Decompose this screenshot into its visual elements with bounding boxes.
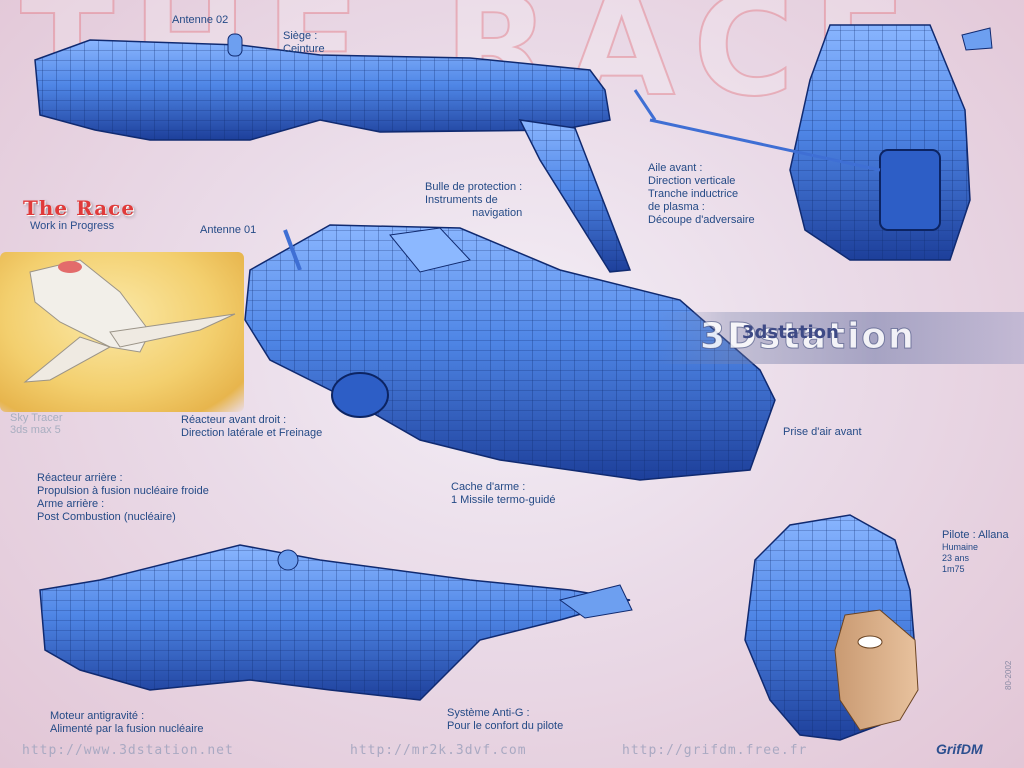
label-cache-line: Cache d'arme : [451,481,526,493]
label-reacteur-arriere-line: Propulsion à fusion nucléaire froide [37,485,209,497]
label-aile-avant: Aile avant : Direction verticale Tranche… [648,162,755,227]
watermark-sub: 3dstation [742,322,839,343]
label-cache-line: 1 Missile termo-guidé [451,494,556,506]
label-bulle: Bulle de protection : Instruments de nav… [425,181,522,220]
label-pilote: Pilote : Allana Humaine 23 ans 1m75 [942,529,1009,575]
label-aile-line: Direction verticale [648,175,736,187]
label-reacteur-arriere: Réacteur arrière : Propulsion à fusion n… [37,472,209,524]
label-moteur-line: Alimenté par la fusion nucléaire [50,723,204,735]
work-in-progress-label: Work in Progress [30,220,115,232]
label-reacteur-avant-line: Réacteur avant droit : [181,414,287,426]
label-pilote-line: 1m75 [942,564,965,574]
signature: GrifDM [936,741,983,757]
render-caption: Sky Tracer 3ds max 5 [10,412,63,436]
label-siege: Siège : Ceinture [283,30,325,56]
label-reacteur-arriere-line: Post Combustion (nucléaire) [37,511,176,523]
label-cache-arme: Cache d'arme : 1 Missile termo-guidé [451,481,556,507]
ship-front-view [633,24,993,261]
race-logo: The Race [23,196,136,220]
label-pilote-line: Humaine [942,542,979,552]
label-moteur-line: Moteur antigravité : [50,710,145,722]
label-siege-line: Siège : [283,30,318,42]
label-reacteur-arriere-line: Réacteur arrière : [37,472,123,484]
label-aile-line: Aile avant : [648,162,703,174]
label-siege-line: Ceinture [283,43,325,55]
pilot-head-model [744,514,919,741]
label-bulle-line: navigation [472,207,523,219]
label-systeme-line: Pour le confort du pilote [447,720,564,732]
label-systeme: Système Anti-G : Pour le confort du pilo… [447,707,563,733]
watermark-main: 3Dstation [700,316,916,358]
label-moteur: Moteur antigravité : Alimenté par la fus… [50,710,203,736]
label-reacteur-avant: Réacteur avant droit : Direction latéral… [181,414,322,440]
label-bulle-line: Instruments de [425,194,498,206]
ship-side-view-bottom [39,544,633,701]
label-reacteur-arriere-line: Arme arrière : [37,498,105,510]
label-aile-line: Tranche inductrice [648,188,739,200]
footer-url-mr2k[interactable]: http://mr2k.3dvf.com [350,743,527,758]
watermark-banner [652,312,1024,364]
label-aile-line: Découpe d'adversaire [648,214,755,226]
render-preview-image [0,252,244,412]
footer-url-grifdm[interactable]: http://grifdm.free.fr [622,743,808,758]
label-reacteur-avant-line: Direction latérale et Freinage [181,427,323,439]
label-prise-air: Prise d'air avant [783,426,862,438]
render-caption-line1: Sky Tracer [10,412,63,424]
ship-perspective-view [244,224,776,481]
label-systeme-line: Système Anti-G : [447,707,530,719]
year-label: 80-2002 [1004,660,1013,690]
label-antenne-02: Antenne 02 [172,14,229,26]
label-pilote-line: 23 ans [942,553,970,563]
label-antenne-01: Antenne 01 [200,224,257,236]
label-bulle-line: Bulle de protection : [425,181,523,193]
label-aile-line: de plasma : [648,201,705,213]
ship-side-view-top [34,33,632,273]
label-pilote-title: Pilote : Allana [942,529,1009,541]
render-caption-line2: 3ds max 5 [10,424,61,436]
footer-url-3dstation[interactable]: http://www.3dstation.net [22,743,234,758]
